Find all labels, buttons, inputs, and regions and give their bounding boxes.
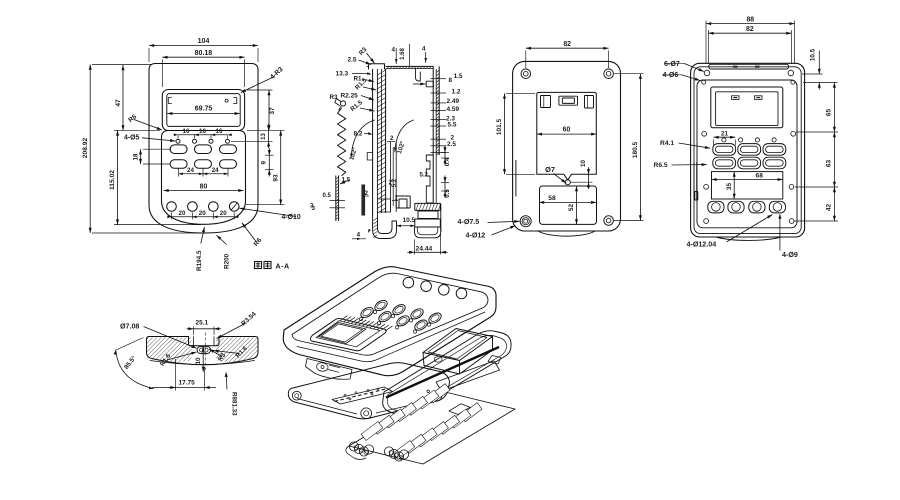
svg-text:82: 82 — [746, 26, 754, 33]
svg-text:8.2: 8.2 — [354, 131, 363, 138]
svg-text:4-Ø5: 4-Ø5 — [124, 135, 140, 142]
svg-text:Ø7: Ø7 — [545, 165, 555, 174]
svg-text:9: 9 — [261, 161, 268, 165]
svg-text:47: 47 — [115, 99, 122, 107]
svg-text:115.02: 115.02 — [109, 170, 116, 190]
svg-text:4-Ø7.5: 4-Ø7.5 — [458, 218, 480, 226]
svg-text:4: 4 — [392, 47, 396, 54]
svg-text:2: 2 — [451, 135, 455, 142]
svg-text:Ø7.08: Ø7.08 — [120, 323, 139, 331]
svg-text:69.75: 69.75 — [195, 106, 213, 113]
svg-text:0.5: 0.5 — [323, 193, 332, 199]
svg-text:1.2: 1.2 — [452, 89, 461, 96]
svg-text:20: 20 — [179, 210, 186, 217]
svg-text:R6.5: R6.5 — [654, 162, 668, 169]
svg-text:R2.25: R2.25 — [341, 93, 359, 100]
svg-text:10.5: 10.5 — [810, 48, 817, 61]
svg-text:35: 35 — [726, 183, 733, 191]
svg-text:4.59: 4.59 — [447, 106, 460, 113]
svg-text:R4.1: R4.1 — [660, 140, 674, 147]
svg-text:A-A: A-A — [276, 262, 290, 270]
svg-text:21: 21 — [721, 130, 728, 137]
svg-text:16: 16 — [216, 128, 223, 135]
svg-text:60: 60 — [563, 127, 571, 134]
svg-text:8: 8 — [449, 77, 453, 84]
svg-text:88: 88 — [746, 16, 754, 23]
svg-text:10.5: 10.5 — [403, 217, 416, 224]
svg-text:102°: 102° — [348, 146, 359, 161]
svg-text:3: 3 — [312, 205, 316, 212]
svg-text:80.18: 80.18 — [195, 50, 213, 57]
svg-text:4-Ø12.04: 4-Ø12.04 — [687, 241, 717, 249]
svg-text:2.3: 2.3 — [446, 116, 455, 123]
svg-text:104: 104 — [198, 38, 210, 45]
svg-text:52: 52 — [568, 204, 575, 212]
svg-text:5.2: 5.2 — [420, 173, 429, 179]
svg-text:1: 1 — [395, 196, 399, 202]
svg-text:6-Ø7: 6-Ø7 — [664, 60, 680, 68]
svg-text:2: 2 — [389, 181, 393, 187]
svg-text:3: 3 — [310, 204, 314, 210]
svg-text:42: 42 — [825, 204, 832, 212]
svg-text:10: 10 — [195, 357, 202, 364]
svg-text:37: 37 — [269, 107, 276, 115]
svg-text:20: 20 — [220, 210, 227, 217]
svg-text:R194.5: R194.5 — [196, 250, 203, 271]
svg-text:2.49: 2.49 — [447, 98, 460, 105]
svg-text:2.5: 2.5 — [447, 141, 456, 148]
svg-text:1.68: 1.68 — [400, 47, 406, 59]
svg-text:1.5: 1.5 — [454, 73, 463, 80]
svg-text:16: 16 — [199, 128, 206, 135]
svg-text:24.44: 24.44 — [416, 245, 433, 252]
svg-text:80: 80 — [200, 184, 208, 191]
svg-text:0.4: 0.4 — [445, 157, 451, 166]
svg-text:180.5: 180.5 — [632, 142, 639, 159]
svg-text:2: 2 — [365, 190, 369, 197]
svg-text:R6: R6 — [253, 237, 264, 248]
svg-text:93: 93 — [272, 174, 279, 182]
svg-text:5.5: 5.5 — [448, 122, 457, 129]
svg-text:R3: R3 — [358, 46, 369, 57]
svg-text:4: 4 — [422, 46, 426, 53]
svg-text:R881.33: R881.33 — [231, 392, 238, 416]
svg-text:4-Ø6: 4-Ø6 — [663, 71, 679, 79]
svg-text:4: 4 — [357, 232, 361, 239]
svg-text:R3: R3 — [330, 94, 339, 101]
svg-text:101.5: 101.5 — [496, 119, 503, 136]
svg-text:20: 20 — [199, 210, 206, 217]
svg-text:63: 63 — [825, 160, 832, 168]
svg-text:4-Ø12: 4-Ø12 — [466, 231, 486, 239]
svg-text:2.5: 2.5 — [348, 57, 357, 64]
svg-text:2: 2 — [390, 135, 394, 142]
svg-text:82: 82 — [563, 41, 571, 48]
svg-text:24: 24 — [212, 167, 219, 174]
svg-text:208.92: 208.92 — [82, 137, 89, 158]
svg-text:13: 13 — [261, 133, 267, 140]
svg-text:13.3: 13.3 — [336, 71, 349, 78]
svg-text:R6: R6 — [127, 113, 138, 124]
svg-text:65: 65 — [825, 109, 832, 117]
svg-text:4-Ø10: 4-Ø10 — [282, 214, 301, 221]
svg-text:R1: R1 — [354, 76, 363, 83]
svg-text:25.1: 25.1 — [196, 319, 209, 326]
svg-text:10: 10 — [580, 160, 587, 167]
svg-text:0.5: 0.5 — [445, 189, 451, 198]
svg-text:5.2: 5.2 — [392, 178, 398, 187]
svg-text:102°: 102° — [396, 140, 407, 155]
svg-text:58: 58 — [548, 195, 556, 202]
svg-text:17.75: 17.75 — [179, 380, 196, 387]
svg-text:24: 24 — [187, 167, 194, 174]
svg-text:R200: R200 — [224, 253, 231, 269]
svg-text:4-Ø9: 4-Ø9 — [782, 251, 798, 259]
svg-text:68: 68 — [756, 173, 764, 180]
svg-text:1.5: 1.5 — [342, 177, 351, 184]
svg-text:18: 18 — [132, 153, 139, 160]
svg-text:R3: R3 — [217, 352, 228, 363]
svg-text:16: 16 — [183, 128, 190, 135]
